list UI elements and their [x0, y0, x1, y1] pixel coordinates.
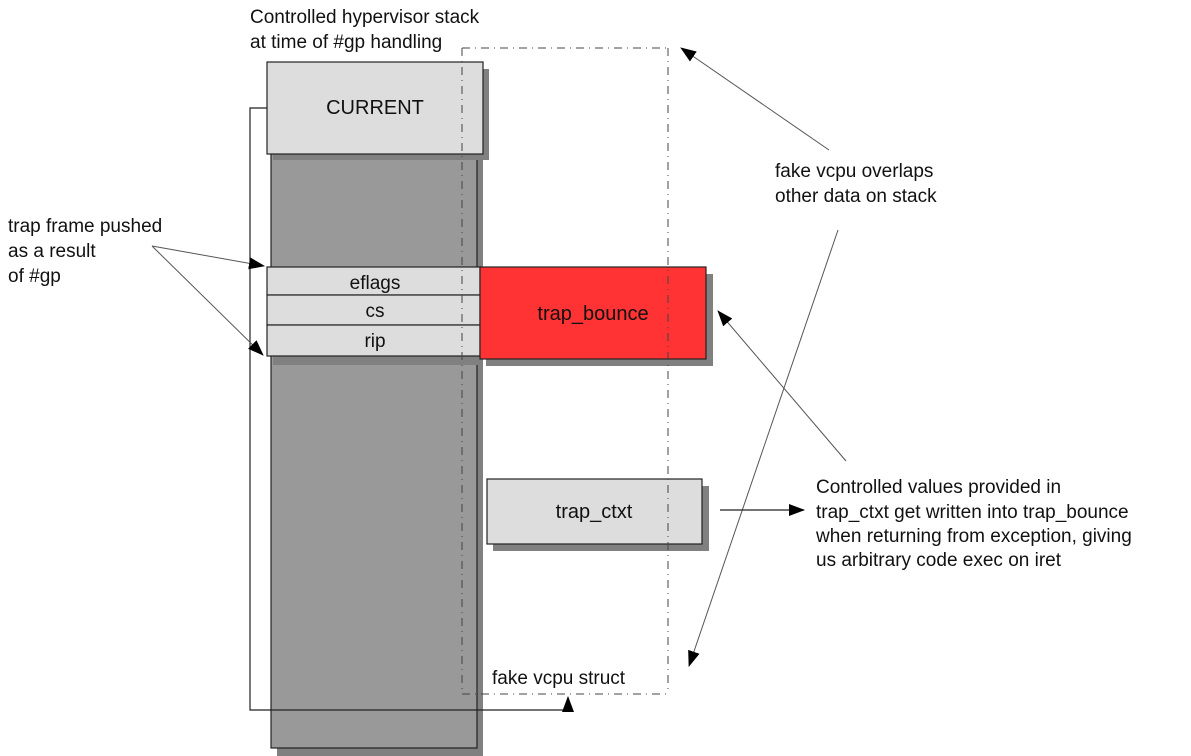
controlled-note-line-1: Controlled values provided in	[816, 477, 1061, 498]
stack-column	[270, 153, 478, 749]
overlap-arrow-up	[680, 47, 830, 151]
title-line-2: at time of #gp handling	[250, 32, 442, 53]
trap-ctxt-box	[486, 478, 703, 545]
trap-frame-note-line-2: as a result	[8, 241, 96, 262]
trap-frame-label-rip: rip	[364, 331, 385, 352]
controlled-note-line-3: when returning from exception, giving	[815, 526, 1132, 547]
trap-frame-note-line-3: of #gp	[8, 266, 61, 287]
title-line-1: Controlled hypervisor stack	[250, 7, 480, 28]
trap-ctxt-label: trap_ctxt	[556, 501, 633, 523]
trap-bounce-label: trap_bounce	[537, 303, 648, 325]
trap-frame: eflags cs rip	[266, 266, 481, 357]
overlap-note-line-1: fake vcpu overlaps	[775, 161, 933, 182]
current-label: CURRENT	[326, 97, 424, 119]
overlap-arrow-down	[688, 229, 839, 667]
trap-frame-arrow-bottom	[151, 245, 264, 356]
fake-vcpu-outline	[461, 47, 669, 695]
current-box	[266, 61, 484, 155]
controlled-arrow-to-trap-bounce	[717, 310, 847, 462]
current-pointer-connector	[249, 107, 574, 712]
trap-frame-label-eflags: eflags	[350, 273, 401, 294]
fake-vcpu-struct-label: fake vcpu struct	[492, 668, 626, 689]
trap-frame-arrow-top	[151, 245, 265, 270]
trap-frame-note-line-1: trap frame pushed	[8, 216, 162, 237]
trap-frame-label-cs: cs	[366, 301, 385, 322]
overlap-note-line-2: other data on stack	[775, 186, 937, 207]
controlled-note-line-4: us arbitrary code exec on iret	[816, 550, 1062, 571]
trap-frame-row-rip	[266, 324, 481, 357]
controlled-note-line-2: trap_ctxt get written into trap_bounce	[816, 502, 1129, 523]
